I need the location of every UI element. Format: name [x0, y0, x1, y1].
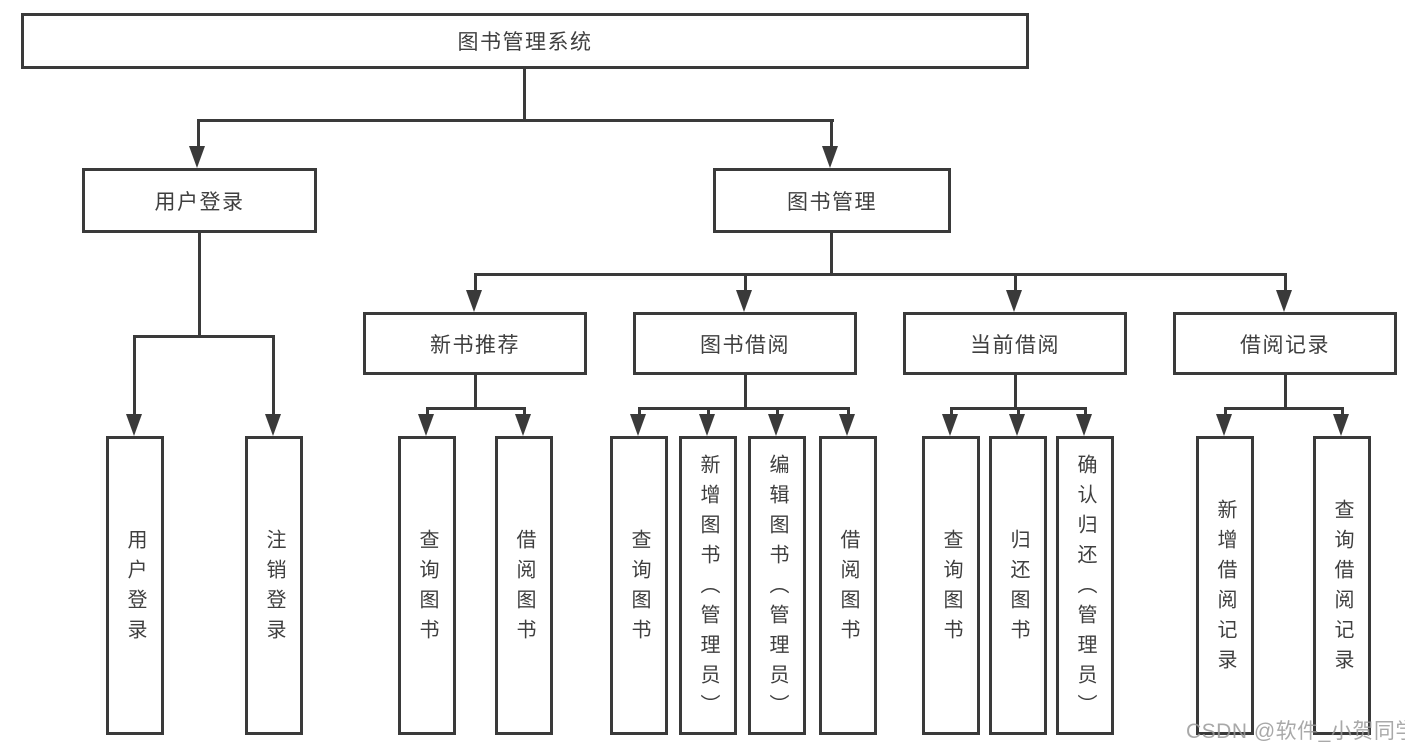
- csdn-watermark: CSDN @软件_小贺同学: [1186, 720, 1405, 743]
- leaf-query-borrow-record: 查询借阅记录: [1313, 436, 1371, 735]
- leaf-edit-book-admin: 编辑图书（管理员）: [748, 436, 806, 735]
- connector-line: [197, 119, 200, 151]
- connector-line: [426, 407, 526, 410]
- connector-line: [197, 119, 834, 122]
- node-book-borrowing: 图书借阅: [633, 312, 857, 375]
- connector-line: [272, 335, 275, 416]
- arrow-down-icon: [822, 146, 838, 168]
- connector-line: [950, 407, 953, 418]
- connector-line: [426, 407, 429, 418]
- connector-line: [133, 335, 136, 416]
- leaf-query-books-borrowing: 查询图书: [610, 436, 668, 735]
- connector-line: [776, 407, 779, 418]
- leaf-query-books-current: 查询图书: [922, 436, 980, 735]
- connector-line: [1014, 375, 1017, 409]
- arrow-down-icon: [1076, 414, 1092, 436]
- connector-line: [1224, 407, 1227, 418]
- node-current-borrowing: 当前借阅: [903, 312, 1127, 375]
- arrow-down-icon: [1276, 290, 1292, 312]
- connector-line: [523, 69, 526, 121]
- connector-line: [198, 233, 201, 337]
- connector-line: [1017, 407, 1020, 418]
- leaf-borrow-books: 借阅图书: [819, 436, 877, 735]
- arrow-down-icon: [1216, 414, 1232, 436]
- arrow-down-icon: [515, 414, 531, 436]
- connector-line: [638, 407, 850, 410]
- arrow-down-icon: [1333, 414, 1349, 436]
- node-new-book-recommendation: 新书推荐: [363, 312, 587, 375]
- arrow-down-icon: [630, 414, 646, 436]
- node-library-system: 图书管理系统: [21, 13, 1029, 69]
- leaf-query-books-recommend: 查询图书: [398, 436, 456, 735]
- connector-line: [1341, 407, 1344, 418]
- connector-line: [1084, 407, 1087, 418]
- arrow-down-icon: [418, 414, 434, 436]
- connector-line: [1284, 375, 1287, 409]
- arrow-down-icon: [839, 414, 855, 436]
- leaf-add-book-admin: 新增图书（管理员）: [679, 436, 737, 735]
- connector-line: [830, 119, 833, 151]
- arrow-down-icon: [265, 414, 281, 436]
- arrow-down-icon: [736, 290, 752, 312]
- node-book-management: 图书管理: [713, 168, 951, 233]
- connector-line: [707, 407, 710, 418]
- leaf-confirm-return-admin: 确认归还（管理员）: [1056, 436, 1114, 735]
- connector-line: [133, 335, 275, 338]
- connector-line: [474, 273, 477, 292]
- arrow-down-icon: [1009, 414, 1025, 436]
- leaf-logout: 注销登录: [245, 436, 303, 735]
- arrow-down-icon: [768, 414, 784, 436]
- connector-line: [847, 407, 850, 418]
- leaf-add-borrow-record: 新增借阅记录: [1196, 436, 1254, 735]
- arrow-down-icon: [1006, 290, 1022, 312]
- connector-line: [1284, 273, 1287, 292]
- connector-line: [523, 407, 526, 418]
- node-borrowing-records: 借阅记录: [1173, 312, 1397, 375]
- connector-line: [744, 273, 747, 292]
- connector-line: [474, 375, 477, 409]
- leaf-user-login: 用户登录: [106, 436, 164, 735]
- connector-line: [1224, 407, 1344, 410]
- connector-line: [474, 273, 1287, 276]
- connector-line: [830, 233, 833, 275]
- arrow-down-icon: [126, 414, 142, 436]
- connector-line: [1014, 273, 1017, 292]
- arrow-down-icon: [942, 414, 958, 436]
- connector-line: [744, 375, 747, 409]
- node-user-login: 用户登录: [82, 168, 317, 233]
- connector-line: [638, 407, 641, 418]
- arrow-down-icon: [699, 414, 715, 436]
- leaf-borrow-books-recommend: 借阅图书: [495, 436, 553, 735]
- arrow-down-icon: [466, 290, 482, 312]
- arrow-down-icon: [189, 146, 205, 168]
- leaf-return-books: 归还图书: [989, 436, 1047, 735]
